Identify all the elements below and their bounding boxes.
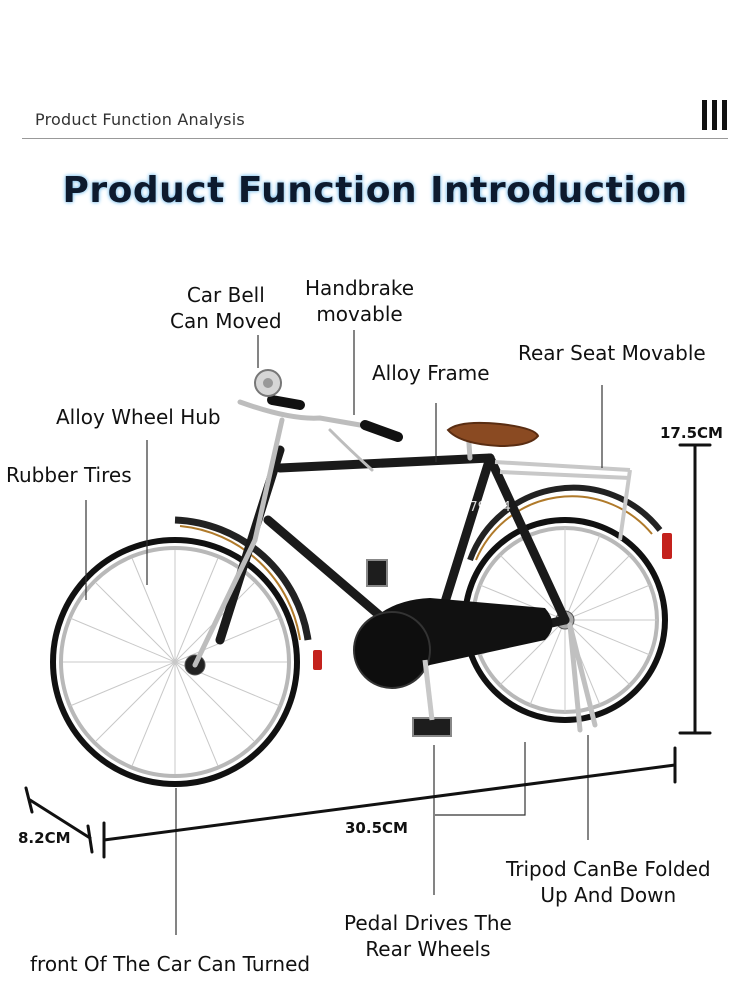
label-rear-seat: Rear Seat Movable bbox=[518, 341, 706, 365]
pedal bbox=[412, 717, 452, 737]
dimension-width-label: 8.2CM bbox=[18, 829, 71, 847]
bell bbox=[254, 369, 282, 397]
rear-rack bbox=[494, 460, 632, 541]
header-section-label: Product Function Analysis bbox=[35, 110, 245, 129]
chain-guard bbox=[353, 598, 553, 689]
saddle bbox=[446, 421, 540, 448]
label-rubber-tires: Rubber Tires bbox=[6, 463, 132, 487]
dimension-lines bbox=[24, 443, 712, 859]
label-front-turn: front Of The Car Can Turned bbox=[30, 952, 311, 976]
front-wheel bbox=[50, 516, 322, 787]
leader-lines bbox=[85, 330, 603, 935]
store-watermark: Store No.1103279054 bbox=[368, 500, 511, 515]
dimension-height-label: 17.5CM bbox=[660, 424, 723, 442]
header-rule bbox=[22, 138, 728, 139]
dimension-length-label: 30.5CM bbox=[345, 819, 408, 837]
kickstand bbox=[567, 622, 598, 733]
page-title: Product Function Introduction bbox=[62, 170, 688, 211]
menu-bars-icon bbox=[702, 100, 728, 130]
label-alloy-frame: Alloy Frame bbox=[372, 361, 490, 385]
handlebar bbox=[237, 395, 403, 472]
label-alloy-wheel-hub: Alloy Wheel Hub bbox=[56, 405, 221, 429]
